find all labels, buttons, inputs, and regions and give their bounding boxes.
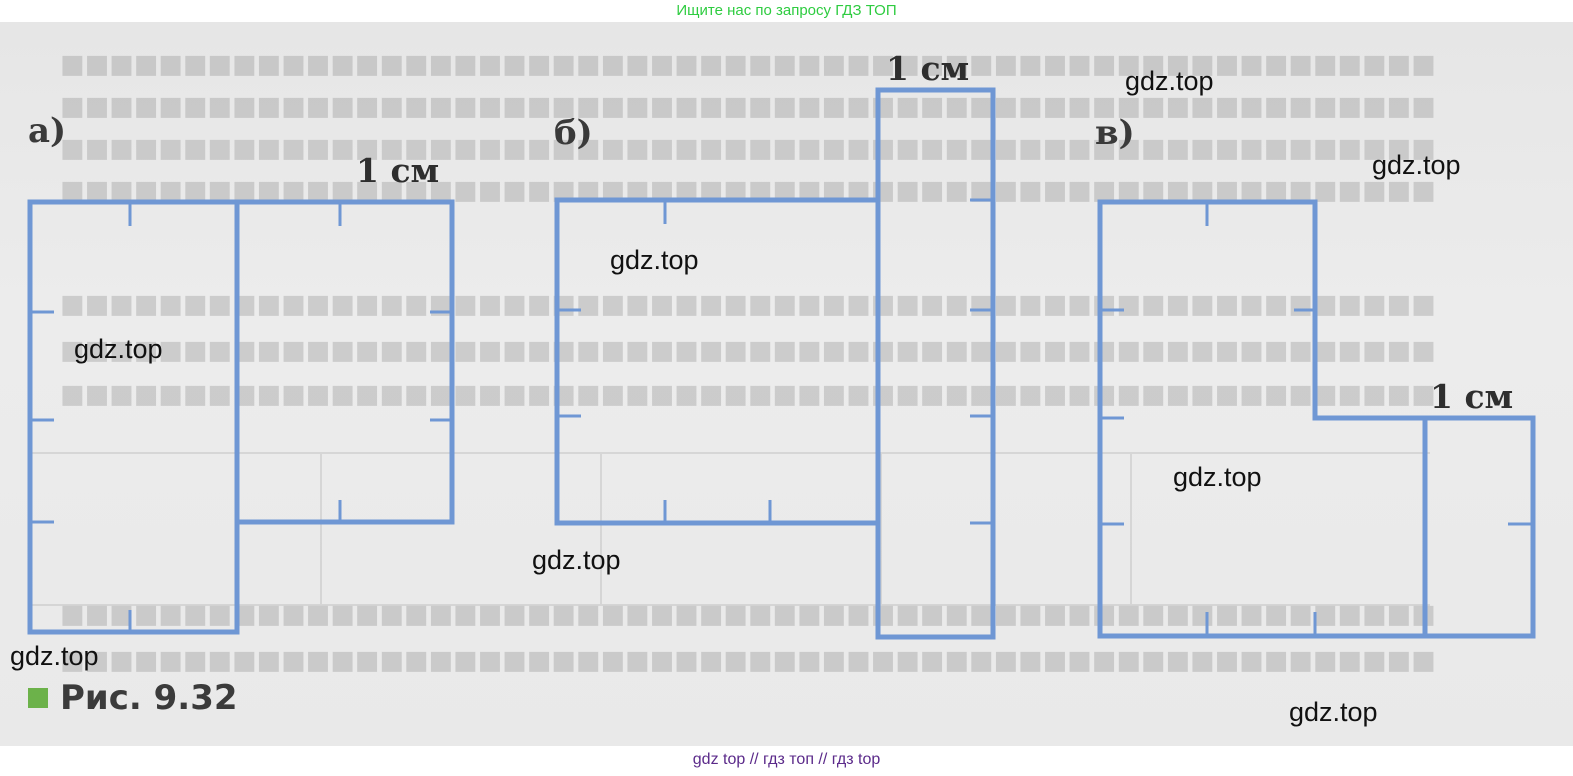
watermark: gdz.top [532,545,621,575]
caption-text: Рис. 9.32 [60,678,238,718]
watermark: gdz.top [1372,150,1461,180]
figure-c-outline [1097,199,1536,639]
figure-a-outline [27,199,455,635]
watermark: gdz.top [1125,66,1214,96]
textbook-scan: ■■■■■■■■■■■■■■■■■■■■■■■■■■■■■■■■■■■■■■■■… [0,22,1573,746]
bleed-through-table [30,452,1430,606]
figure-c-unit: 1 см [1430,377,1513,416]
figure-c-label: в) [1095,113,1135,153]
figure-caption: Рис. 9.32 [28,678,238,718]
watermark: gdz.top [1289,697,1378,727]
bottom-banner[interactable]: gdz top // гдз топ // гдз top [0,746,1573,776]
figure-b-label: б) [554,113,593,153]
watermark: gdz.top [610,245,699,275]
watermark: gdz.top [1173,462,1262,492]
figure-b-outline [554,87,996,640]
top-banner[interactable]: Ищите нас по запросу ГДЗ ТОП [0,0,1573,22]
figure-a-label: а) [28,111,66,151]
figure-a-unit: 1 см [356,151,439,190]
caption-marker-icon [28,688,48,708]
watermark: gdz.top [74,334,163,364]
watermark: gdz.top [10,641,99,671]
figure-b-unit: 1 см [886,49,969,88]
